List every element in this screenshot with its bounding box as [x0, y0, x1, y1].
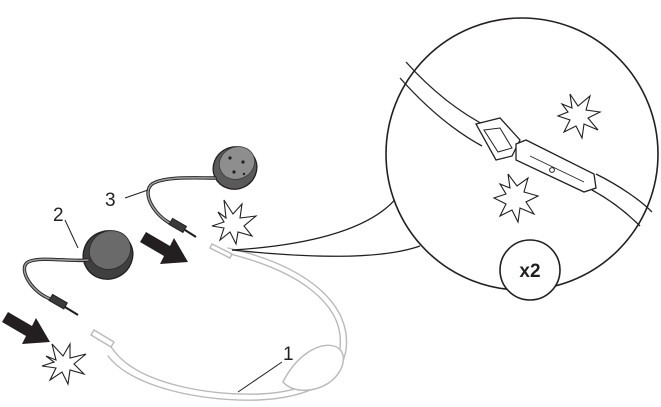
earpiece-icon-lower — [22, 230, 134, 316]
callout-3-label: 3 — [105, 190, 116, 211]
callout-1-label: 1 — [283, 344, 294, 365]
click-burst-icon — [41, 341, 87, 386]
zoom-callout: x2 — [231, 17, 659, 301]
quantity-badge-text: x2 — [519, 261, 540, 282]
push-arrow-icon — [140, 232, 188, 264]
callout-2-label: 2 — [53, 205, 64, 226]
push-arrow-icon — [2, 312, 50, 344]
quantity-badge: x2 — [499, 239, 561, 301]
click-burst-icon — [556, 93, 602, 140]
earpiece-icon-upper — [146, 146, 258, 238]
connector-icon — [399, 61, 653, 227]
click-burst-icon — [211, 199, 258, 246]
leader-lines — [64, 189, 283, 393]
click-burst-icon — [492, 173, 540, 224]
headband-icon — [90, 243, 348, 401]
